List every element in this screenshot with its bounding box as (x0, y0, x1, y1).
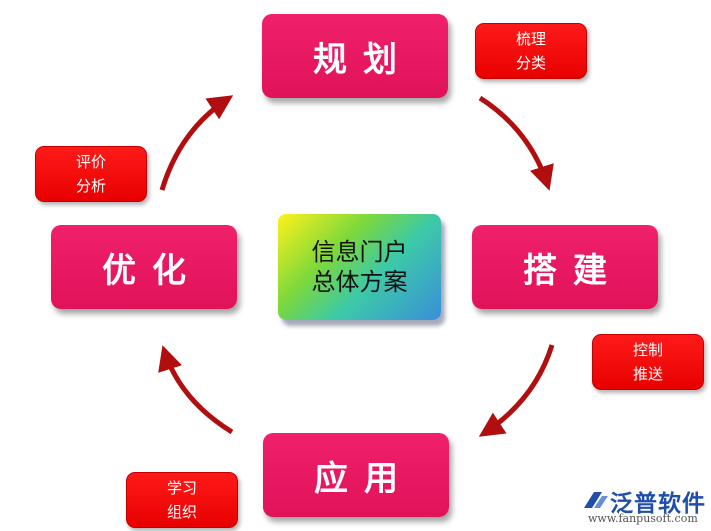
tag-evaluate-line-1: 评价 (75, 153, 106, 171)
arrow-plan-to-build (478, 95, 554, 191)
tag-learn-line-2: 组织 (166, 503, 197, 521)
brand-url: www.fanpusoft.com (588, 512, 698, 525)
tag-sort-line-2: 分类 (515, 54, 546, 72)
tag-evaluate: 评价 分析 (35, 146, 147, 202)
phase-apply: 应用 (263, 433, 449, 517)
tag-control-line-1: 控制 (632, 341, 663, 359)
arrow-optimize-to-plan (159, 95, 234, 191)
center-box: 信息门户 总体方案 (278, 214, 441, 320)
brand-logo: 泛普软件 (580, 484, 706, 518)
phase-plan: 规划 (262, 14, 448, 98)
tag-learn-line-1: 学习 (166, 479, 197, 497)
brand-name: 泛普软件 (610, 491, 706, 517)
brand-mark-icon (584, 492, 608, 508)
phase-build: 搭建 (472, 225, 658, 309)
tag-sort: 梳理 分类 (475, 23, 587, 79)
center-line-2: 总体方案 (311, 268, 408, 296)
phase-optimize: 优化 (51, 225, 237, 309)
tag-learn: 学习 组织 (126, 472, 238, 528)
tag-sort-line-1: 梳理 (515, 30, 546, 48)
center-line-1: 信息门户 (311, 238, 408, 266)
tag-evaluate-line-2: 分析 (75, 177, 106, 195)
tag-control-line-2: 推送 (632, 365, 663, 383)
tag-control: 控制 推送 (592, 334, 704, 390)
arrow-apply-to-optimize (158, 345, 234, 435)
arrow-build-to-apply (478, 344, 555, 437)
